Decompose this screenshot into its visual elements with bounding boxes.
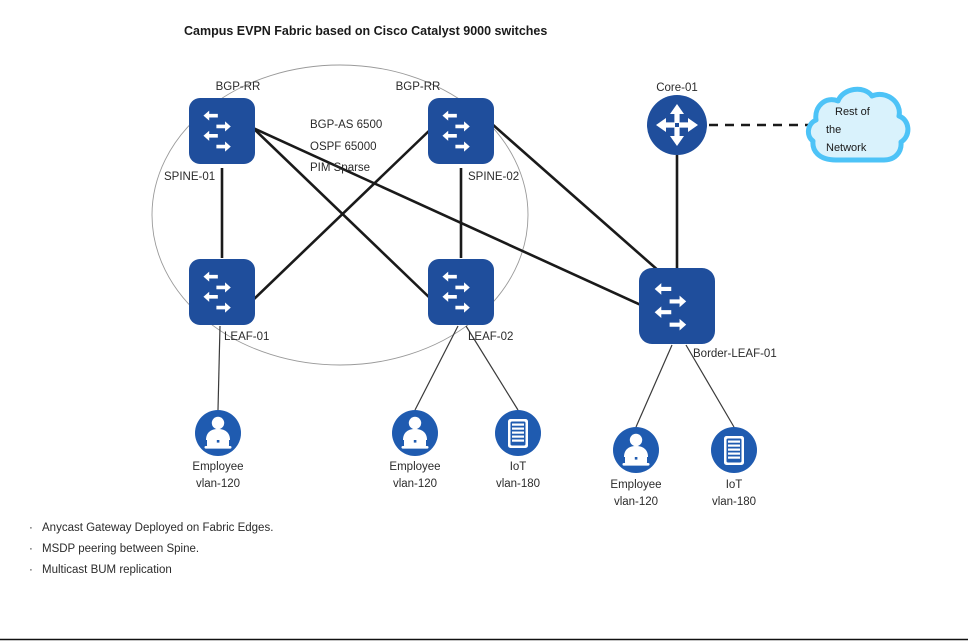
employee-icon <box>204 416 232 449</box>
endpoint-label-line-2: vlan-180 <box>712 496 756 508</box>
leaf-01-switch-body[interactable] <box>189 259 255 325</box>
iot-icon <box>508 419 528 448</box>
endpoint-label-line-1: IoT <box>510 461 527 473</box>
bullet-marker: · <box>29 543 33 555</box>
bullet-marker: · <box>29 522 33 534</box>
spine-02-switch-body[interactable] <box>428 98 494 164</box>
link-spine01-borderleaf <box>252 126 644 308</box>
endpoint-label-line-2: vlan-180 <box>496 478 540 490</box>
page-title: Campus EVPN Fabric based on Cisco Cataly… <box>184 24 547 38</box>
endpoint-label-line-2: vlan-120 <box>614 496 658 508</box>
endpoint-label-line-1: Employee <box>192 461 243 473</box>
link-spine02-leaf01 <box>252 127 433 301</box>
note-item-2: MSDP peering between Spine. <box>42 543 199 555</box>
endpoint-leaf02-iot[interactable]: IoT vlan-180 <box>495 410 541 490</box>
node-spine-01[interactable]: BGP-RR SPINE-01 <box>164 81 260 183</box>
employee-icon <box>622 433 650 466</box>
spine-01-role-badge: BGP-RR <box>216 81 261 93</box>
leaf-02-switch-body[interactable] <box>428 259 494 325</box>
link-spine02-borderleaf <box>491 123 661 273</box>
leaf-01-label: LEAF-01 <box>224 331 269 343</box>
endpoint-label-line-2: vlan-120 <box>196 478 240 490</box>
endpoint-leaf02-employee[interactable]: Employee vlan-120 <box>389 410 441 490</box>
node-spine-02[interactable]: BGP-RR SPINE-02 <box>396 81 520 183</box>
fabric-boundary-ellipse <box>151 64 529 366</box>
spine-01-switch-body[interactable] <box>189 98 255 164</box>
spine-02-label: SPINE-02 <box>468 171 519 183</box>
link-borderleaf-employee <box>635 344 673 428</box>
bullet-marker: · <box>29 564 33 576</box>
node-border-leaf-01[interactable]: Border-LEAF-01 <box>639 268 777 360</box>
notes-list: · Anycast Gateway Deployed on Fabric Edg… <box>29 522 273 576</box>
fabric-protocol-notes: BGP-AS 6500 OSPF 65000 PIM Sparse <box>310 119 382 174</box>
spine-01-label: SPINE-01 <box>164 171 215 183</box>
endpoint-leaf01-employee[interactable]: Employee vlan-120 <box>192 410 244 490</box>
endpoint-label-line-1: Employee <box>610 479 661 491</box>
fabric-note-bgp-as: BGP-AS 6500 <box>310 119 382 131</box>
cloud-icon[interactable] <box>806 86 911 163</box>
fabric-note-ospf: OSPF 65000 <box>310 141 376 153</box>
node-core-01[interactable]: Core-01 <box>647 82 707 155</box>
leaf-02-label: LEAF-02 <box>468 331 513 343</box>
node-leaf-01[interactable]: LEAF-01 <box>189 259 269 343</box>
link-borderleaf-iot <box>685 344 735 428</box>
iot-icon <box>724 436 744 465</box>
note-item-1: Anycast Gateway Deployed on Fabric Edges… <box>42 522 273 534</box>
border-leaf-01-switch-body[interactable] <box>639 268 715 344</box>
cloud-label-line-2: the <box>826 124 841 136</box>
spine-02-role-badge: BGP-RR <box>396 81 441 93</box>
note-item-3: Multicast BUM replication <box>42 564 172 576</box>
node-leaf-02[interactable]: LEAF-02 <box>428 259 513 343</box>
endpoint-label-line-2: vlan-120 <box>393 478 437 490</box>
core-01-router-body[interactable] <box>647 95 707 155</box>
router-icon <box>656 104 698 146</box>
link-leaf02-employee <box>414 325 459 411</box>
node-rest-of-network-cloud[interactable]: Rest of the Network <box>806 86 911 163</box>
endpoint-border-employee[interactable]: Employee vlan-120 <box>610 427 662 508</box>
endpoint-border-iot[interactable]: IoT vlan-180 <box>711 427 757 508</box>
cloud-label-line-1: Rest of <box>835 106 871 118</box>
links-layer <box>217 123 812 428</box>
border-leaf-01-label: Border-LEAF-01 <box>693 348 777 360</box>
link-leaf02-iot <box>465 325 519 411</box>
endpoint-label-line-1: Employee <box>389 461 440 473</box>
cloud-label-line-3: Network <box>826 142 867 154</box>
fabric-note-pim: PIM Sparse <box>310 162 370 174</box>
employee-icon <box>401 416 429 449</box>
link-leaf01-employee <box>217 325 221 411</box>
endpoint-label-line-1: IoT <box>726 479 743 491</box>
core-01-label: Core-01 <box>656 82 698 94</box>
